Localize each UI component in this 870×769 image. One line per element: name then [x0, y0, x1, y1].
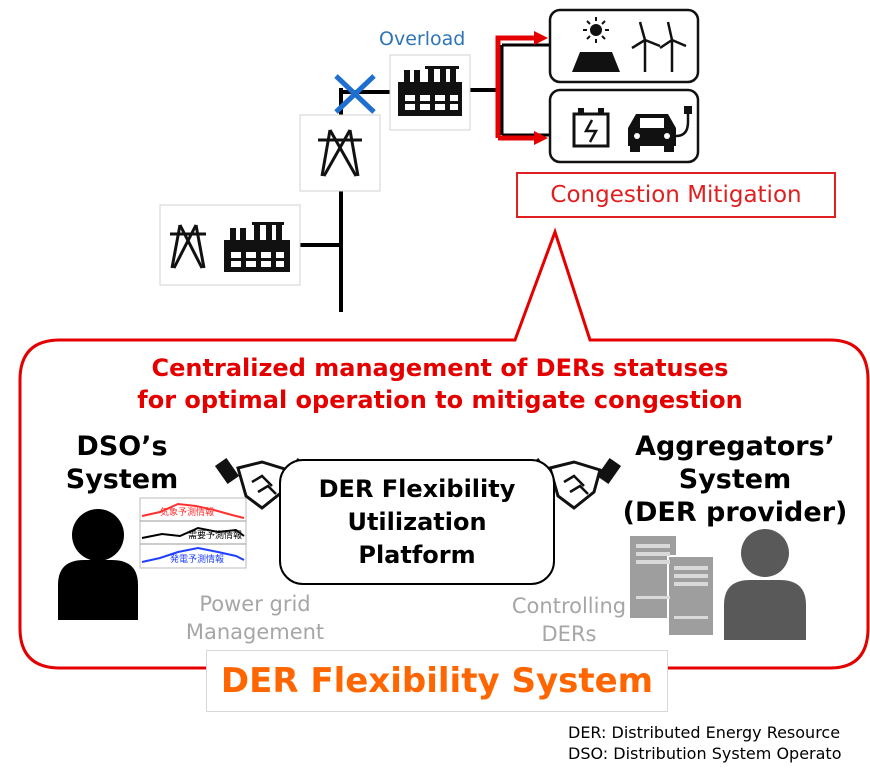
aggregator-label-line-1: Aggregators’ [635, 431, 835, 462]
dso-label-line-1: DSO’s [76, 431, 168, 462]
headline-line-1: Centralized management of DERs statuses [151, 354, 729, 382]
congestion-mitigation-text: Congestion Mitigation [550, 182, 802, 208]
mitigation-arrows [495, 31, 548, 145]
dso-operator-icon [58, 509, 138, 620]
server-rack-icon [630, 536, 715, 637]
abbreviation-definitions: DER: Distributed Energy Resource DSO: Di… [568, 722, 870, 764]
definition-der: DER: Distributed Energy Resource [568, 723, 841, 742]
transmission-tower-icon [299, 114, 381, 192]
platform-line-3: Platform [358, 540, 476, 569]
sun-icon [583, 17, 609, 43]
headline-line-2: for optimal operation to mitigate conges… [137, 386, 743, 414]
forecast-chart: 気象予測情報 需要予測情報 発電予測情報 [139, 497, 247, 569]
overload-label: Overload [379, 28, 466, 50]
dso-system-label: DSO’s System [52, 430, 192, 496]
power-grid-management-label: Power grid Management [170, 590, 340, 646]
power-plant-icon [159, 204, 301, 286]
platform-line-1: DER Flexibility [318, 474, 516, 503]
storage-ev-box [548, 88, 700, 164]
definition-dso: DSO: Distribution System Operato [568, 744, 842, 763]
aggregator-operator-icon [724, 529, 806, 640]
forecast-label-demand: 需要予測情報 [188, 529, 242, 541]
pg-label-line-2: Management [185, 620, 325, 644]
headline: Centralized management of DERs statuses … [60, 352, 820, 416]
breaker-x-icon [334, 74, 376, 114]
aggregator-label-line-3: (DER provider) [622, 497, 848, 528]
solar-panel-icon [572, 52, 620, 72]
system-title-text: DER Flexibility System [220, 661, 654, 701]
wind-turbine-icon [631, 21, 687, 72]
renewables-box [548, 8, 700, 84]
aggregator-system-label: Aggregators’ System (DER provider) [600, 430, 870, 529]
electric-vehicle-icon [628, 106, 692, 152]
der-flexibility-system-title: DER Flexibility System [206, 650, 668, 712]
pg-label-line-1: Power grid [199, 592, 311, 616]
substation-icon [389, 54, 471, 131]
platform-line-2: Utilization [347, 507, 487, 536]
ctl-label-line-2: DERs [541, 622, 597, 646]
forecast-label-weather: 気象予測情報 [160, 506, 214, 518]
forecast-label-generation: 発電予測情報 [170, 553, 224, 565]
battery-icon [572, 108, 610, 148]
ctl-label-line-1: Controlling [511, 594, 627, 618]
aggregator-label-line-2: System [678, 464, 792, 495]
controlling-ders-label: Controlling DERs [494, 592, 644, 648]
congestion-mitigation-label: Congestion Mitigation [516, 172, 836, 218]
dso-label-line-2: System [65, 464, 179, 495]
bubble-outline [18, 227, 870, 670]
flexibility-platform-box: DER Flexibility Utilization Platform [279, 459, 555, 585]
